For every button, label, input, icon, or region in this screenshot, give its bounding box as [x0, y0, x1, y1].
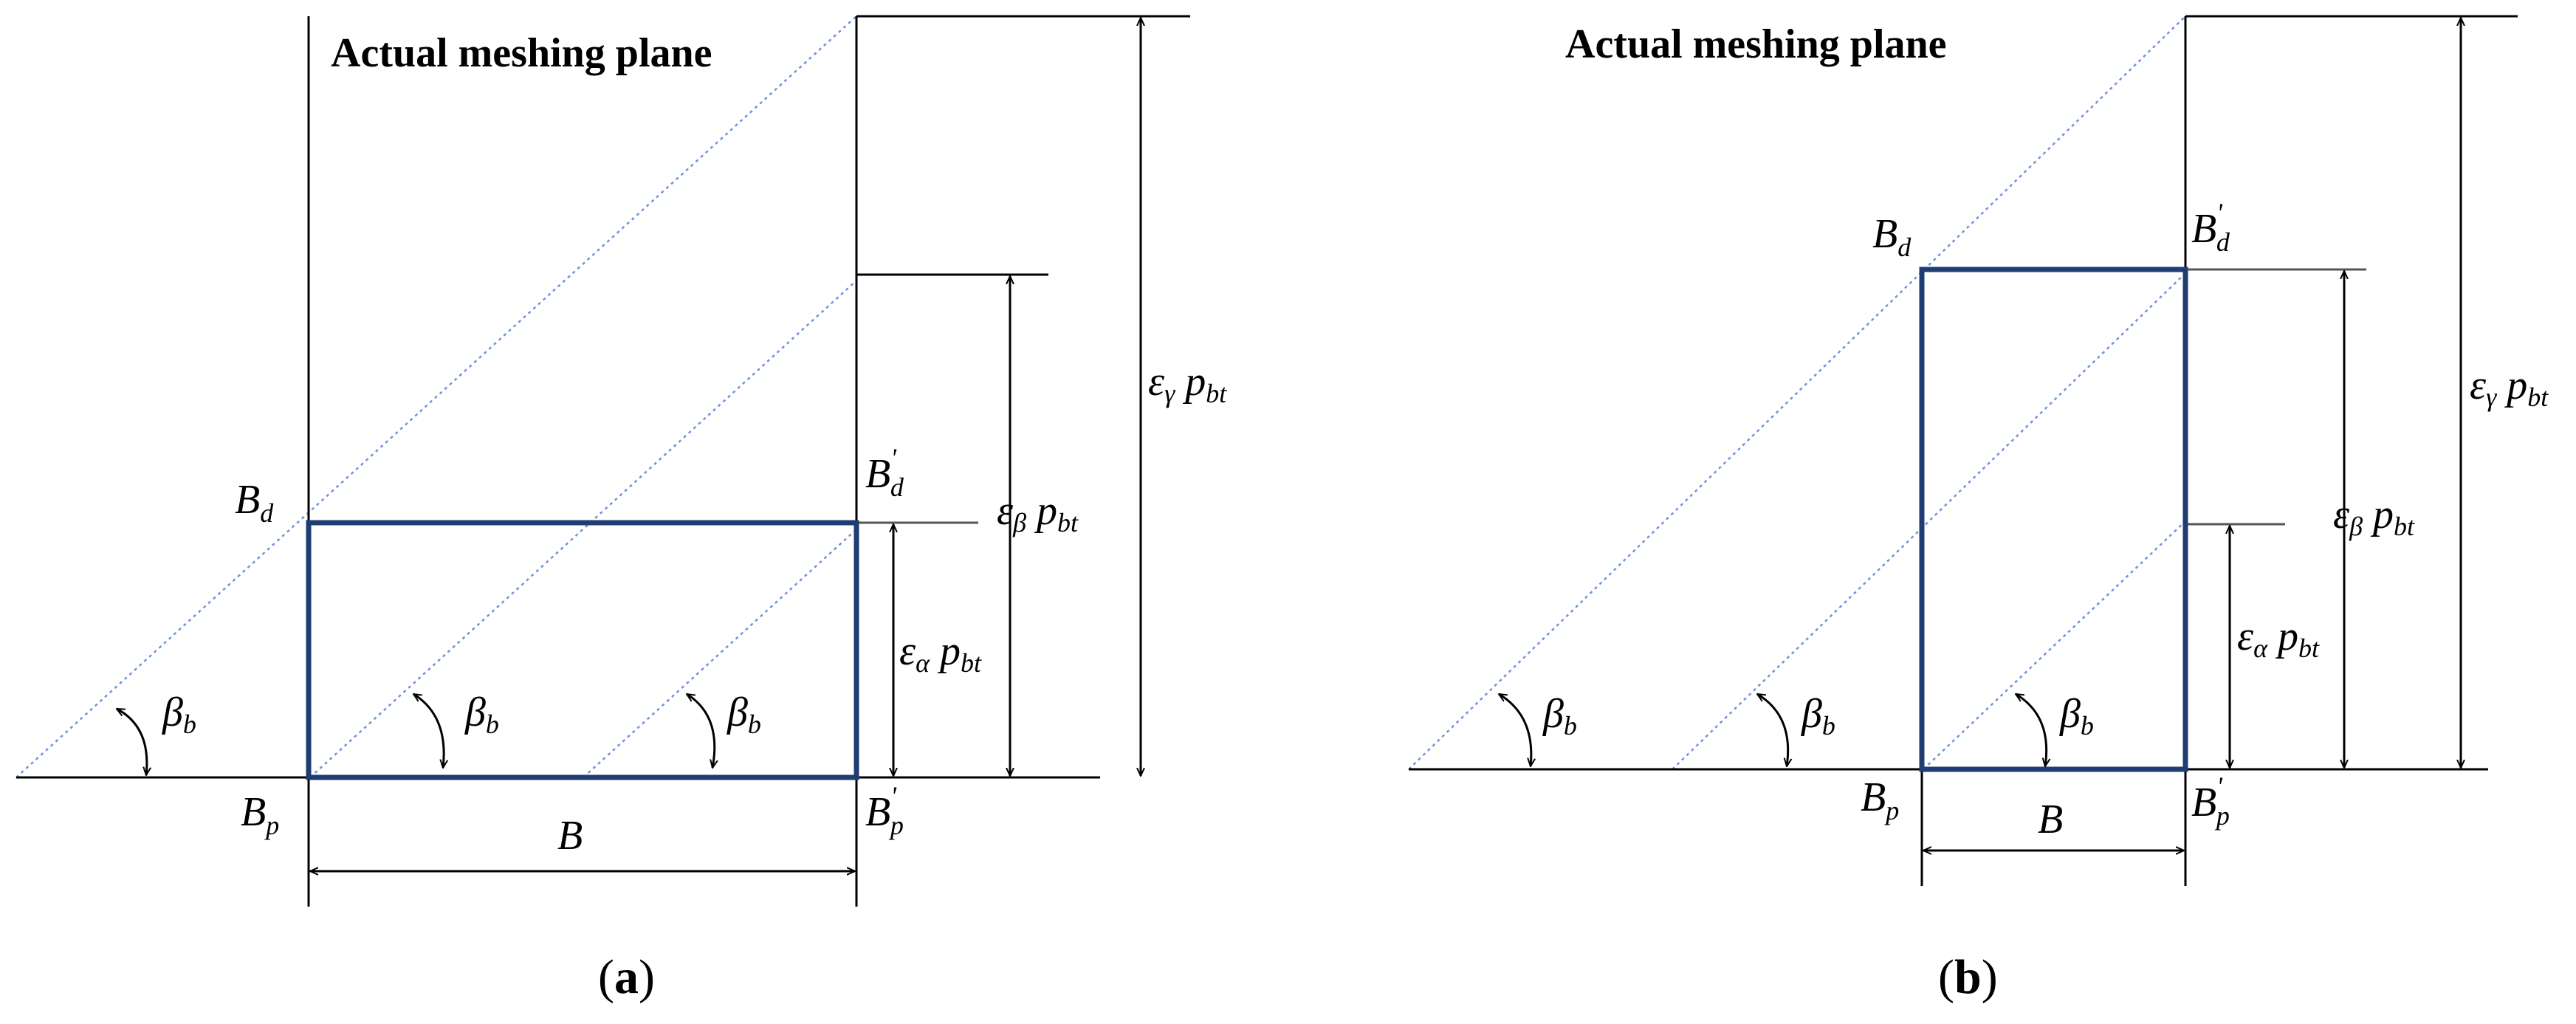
contact-line-3: [583, 529, 857, 778]
angle-label-1: βb: [1542, 691, 1577, 740]
panel-a: Actual meshing plane Bd B'd Bp B'p B βb …: [16, 15, 1227, 1004]
label-width-b: B: [557, 813, 583, 859]
label-bp: Bp: [1861, 774, 1899, 825]
label-width-b: B: [2038, 797, 2063, 842]
label-bp-prime: B'p: [865, 781, 904, 840]
label-bp-prime: B'p: [2191, 772, 2230, 831]
contact-area-rectangle: [1919, 267, 2188, 772]
panel-b: Actual meshing plane Bd B'd Bp B'p B βb …: [1408, 15, 2549, 1004]
angle-arc-3: [687, 694, 715, 768]
angle-arc-2: [413, 694, 444, 768]
angle-arc-3: [2016, 693, 2047, 766]
angle-label-3: βb: [2059, 691, 2094, 740]
contact-line-1: [16, 16, 857, 778]
angle-label-3: βb: [727, 690, 761, 739]
angle-label-1: βb: [162, 690, 196, 739]
angle-arc-1: [117, 707, 147, 775]
angle-label-2: βb: [464, 690, 499, 739]
angle-label-2: βb: [1801, 691, 1835, 740]
panel-b-title: Actual meshing plane: [1565, 21, 1947, 67]
contact-area-rectangle: [306, 520, 859, 780]
panel-a-caption: (a): [598, 950, 655, 1004]
label-bd-prime: B'd: [2191, 198, 2230, 257]
contact-line-2: [1672, 272, 2186, 770]
label-bd: Bd: [1872, 211, 1912, 262]
contact-line-2: [309, 280, 857, 778]
label-bp: Bp: [241, 789, 279, 840]
panel-b-caption: (b): [1938, 950, 1998, 1004]
angle-arc-2: [1757, 693, 1788, 766]
label-bd-prime: B'd: [865, 443, 904, 502]
panel-a-title: Actual meshing plane: [331, 30, 712, 76]
contact-line-1: [1408, 16, 2186, 770]
contact-line-3: [1923, 520, 2186, 770]
label-bd: Bd: [235, 477, 274, 528]
angle-arc-1: [1499, 693, 1531, 766]
